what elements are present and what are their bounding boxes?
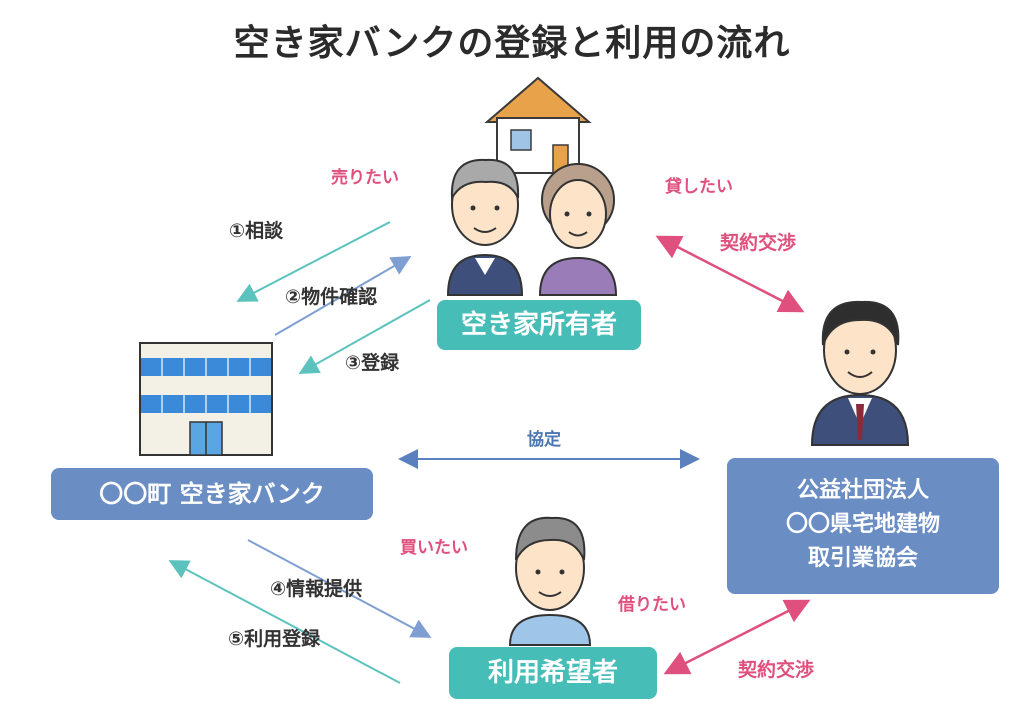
businessman-icon xyxy=(810,300,910,446)
association-box: 公益社団法人 〇〇県宅地建物 取引業協会 xyxy=(727,458,999,594)
arrow-confirm xyxy=(274,255,412,336)
page-title: 空き家バンクの登録と利用の流れ xyxy=(233,23,791,64)
building-icon xyxy=(139,342,273,456)
young-man-icon xyxy=(508,516,592,646)
bank-box: 〇〇町 空き家バンク xyxy=(51,468,373,520)
step-info: ④情報提供 xyxy=(270,578,363,600)
label-want-lend: 貸したい xyxy=(665,177,733,197)
elderly-woman-icon xyxy=(538,163,618,296)
arrow-negotiation-top xyxy=(655,235,805,313)
label-want-buy: 買いたい xyxy=(400,538,468,558)
arrow-info xyxy=(247,539,432,638)
step-register: ③登録 xyxy=(345,352,400,374)
arrow-user-register xyxy=(168,560,401,684)
step-consult: ①相談 xyxy=(229,220,284,242)
label-want-borrow: 借りたい xyxy=(618,595,686,615)
association-line-1: 公益社団法人 xyxy=(796,478,929,503)
label-negotiation-top: 契約交渉 xyxy=(720,232,797,254)
elderly-man-icon xyxy=(446,158,524,296)
owner-box: 空き家所有者 xyxy=(437,300,641,350)
association-line-3: 取引業協会 xyxy=(807,546,918,571)
arrow-negotiation-bottom xyxy=(663,599,811,675)
label-negotiation-bottom: 契約交渉 xyxy=(738,659,815,681)
label-agreement: 協定 xyxy=(527,430,561,450)
step-user-register: ⑤利用登録 xyxy=(228,628,321,650)
house-icon xyxy=(484,76,592,174)
label-want-sell: 売りたい xyxy=(331,168,399,188)
association-line-2: 〇〇県宅地建物 xyxy=(785,512,940,537)
step-confirm: ②物件確認 xyxy=(285,286,378,308)
user-box: 利用希望者 xyxy=(449,647,657,699)
arrow-consult xyxy=(236,221,391,302)
arrow-register xyxy=(298,299,431,374)
